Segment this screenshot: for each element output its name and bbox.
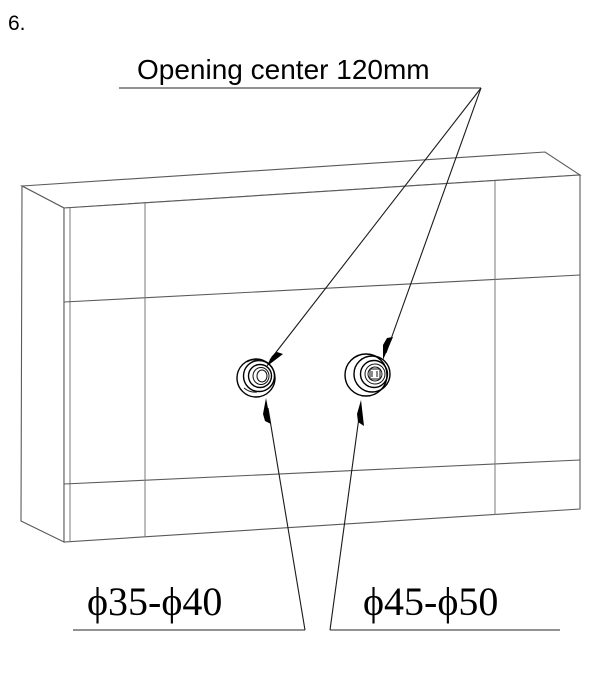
right-fitting-ring-2 bbox=[353, 355, 391, 393]
cabinet-front-face-outline bbox=[63, 174, 581, 543]
right-fitting-ring-3 bbox=[359, 359, 389, 389]
arrowhead-icon-top-right bbox=[383, 337, 393, 360]
top-callout-group: Opening center 120mm bbox=[119, 54, 482, 367]
bottom-right-callout-group: ϕ45-ϕ50 bbox=[329, 400, 560, 631]
cabinet-shelf-divider-lower bbox=[63, 459, 581, 485]
left-fitting-upper-detail bbox=[246, 359, 262, 363]
bottom-right-callout-leader bbox=[329, 409, 361, 631]
cabinet-left-side-face bbox=[21, 186, 64, 542]
top-callout-label: Opening center 120mm bbox=[137, 54, 430, 85]
bottom-right-callout-label: ϕ45-ϕ50 bbox=[363, 579, 498, 624]
bottom-left-callout-group: ϕ35-ϕ40 bbox=[73, 398, 306, 631]
bottom-left-callout-leader bbox=[267, 407, 306, 631]
right-fitting-ring-5 bbox=[367, 366, 383, 382]
left-water-inlet-fitting bbox=[236, 358, 276, 398]
top-callout-leader-right bbox=[385, 87, 482, 354]
cabinet-shelf-divider-upper bbox=[63, 274, 581, 303]
left-fitting-ring-3 bbox=[247, 363, 273, 389]
right-fitting-hex-socket bbox=[369, 368, 381, 380]
bottom-left-callout-label: ϕ35-ϕ40 bbox=[87, 579, 222, 624]
right-fitting-ring-4 bbox=[364, 363, 386, 385]
right-water-inlet-fitting bbox=[344, 353, 391, 397]
left-fitting-lower-detail bbox=[243, 387, 258, 393]
top-callout-leader-left bbox=[269, 87, 482, 361]
cabinet-top-face bbox=[22, 152, 580, 208]
arrowhead-icon-bottom-left bbox=[263, 398, 271, 424]
cabinet-body bbox=[20, 151, 582, 543]
left-fitting-bore bbox=[256, 369, 268, 383]
step-number-label: 6. bbox=[8, 12, 26, 35]
arrowhead-icon-bottom-right bbox=[357, 400, 364, 426]
left-fitting-ring-4 bbox=[252, 367, 270, 385]
arrowhead-icon-top-left bbox=[266, 352, 283, 367]
cabinet-front-face bbox=[64, 175, 580, 542]
